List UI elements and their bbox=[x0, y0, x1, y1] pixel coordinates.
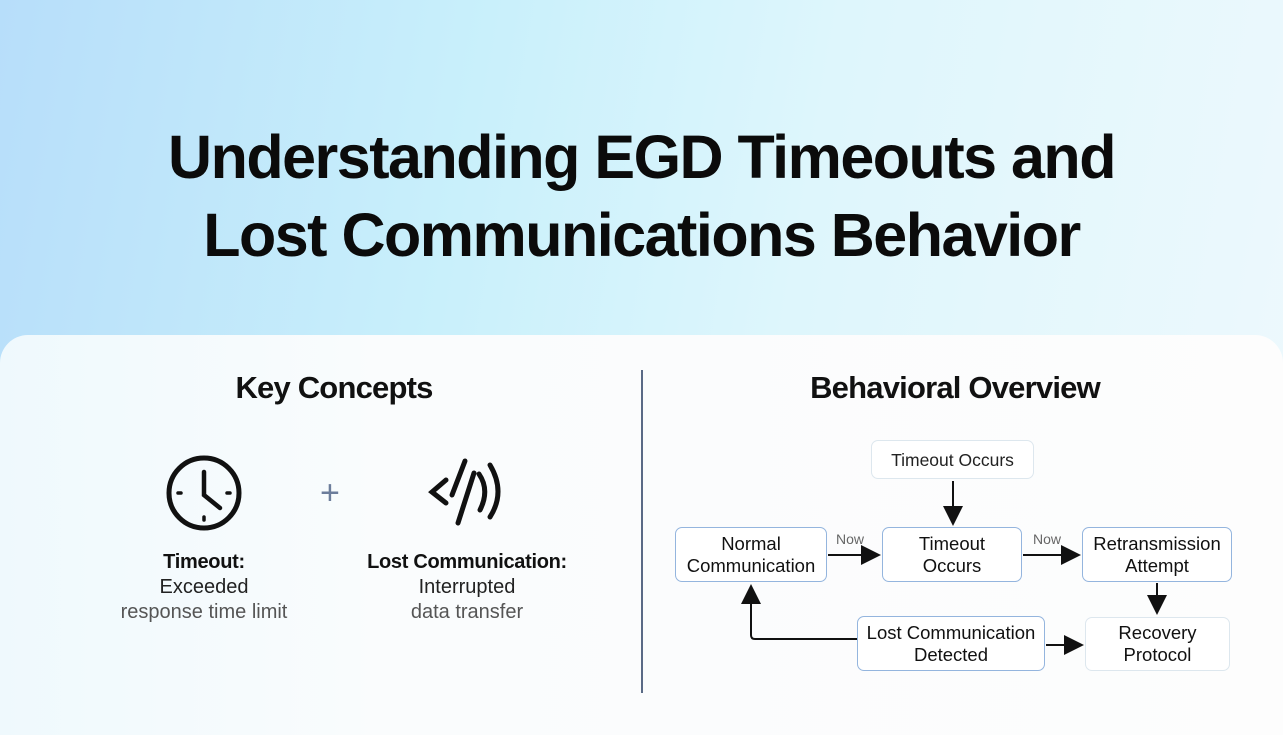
node-timeout-trigger: Timeout Occurs bbox=[871, 440, 1034, 479]
concept-desc-1: Interrupted bbox=[418, 576, 516, 598]
behavioral-overview-heading: Behavioral Overview bbox=[810, 370, 1101, 405]
divider bbox=[641, 370, 643, 693]
concept-label: Lost Communication: bbox=[367, 551, 567, 573]
node-label: Recovery bbox=[1118, 622, 1197, 643]
node-label: Protocol bbox=[1123, 644, 1192, 665]
concept-timeout: Timeout: Exceeded response time limit bbox=[74, 550, 334, 625]
node-label: Lost Communication bbox=[866, 621, 1036, 643]
key-concepts-heading: Key Concepts bbox=[235, 370, 433, 405]
page-title: Understanding EGD Timeouts and Lost Comm… bbox=[0, 118, 1283, 274]
title-line-2: Lost Communications Behavior bbox=[203, 201, 1081, 269]
edge-label: Now bbox=[836, 531, 865, 547]
node-label: Timeout Occurs bbox=[891, 449, 1014, 470]
node-label: Occurs bbox=[922, 554, 982, 576]
node-label: Attempt bbox=[1125, 554, 1189, 576]
broken-signal-icon bbox=[428, 458, 501, 526]
plus-icon: + bbox=[320, 474, 340, 512]
concept-desc-2: response time limit bbox=[120, 601, 288, 623]
title-line-1: Understanding EGD Timeouts and bbox=[168, 123, 1116, 191]
concept-desc-1: Exceeded bbox=[159, 576, 249, 598]
node-label: Retransmission bbox=[1093, 532, 1221, 554]
node-label: Communication bbox=[686, 554, 816, 576]
concept-lost-communication: Lost Communication: Interrupted data tra… bbox=[337, 550, 597, 625]
concept-desc-2: data transfer bbox=[410, 601, 524, 623]
diagram-arrows bbox=[741, 481, 1167, 655]
node-label: Normal bbox=[721, 532, 781, 554]
edge-label: Now bbox=[1033, 531, 1062, 547]
node-label: Detected bbox=[913, 643, 989, 665]
clock-icon bbox=[166, 455, 242, 531]
node-label: Timeout bbox=[918, 532, 986, 554]
concept-label: Timeout: bbox=[163, 551, 245, 573]
arrow-lost-to-normal bbox=[741, 584, 857, 640]
